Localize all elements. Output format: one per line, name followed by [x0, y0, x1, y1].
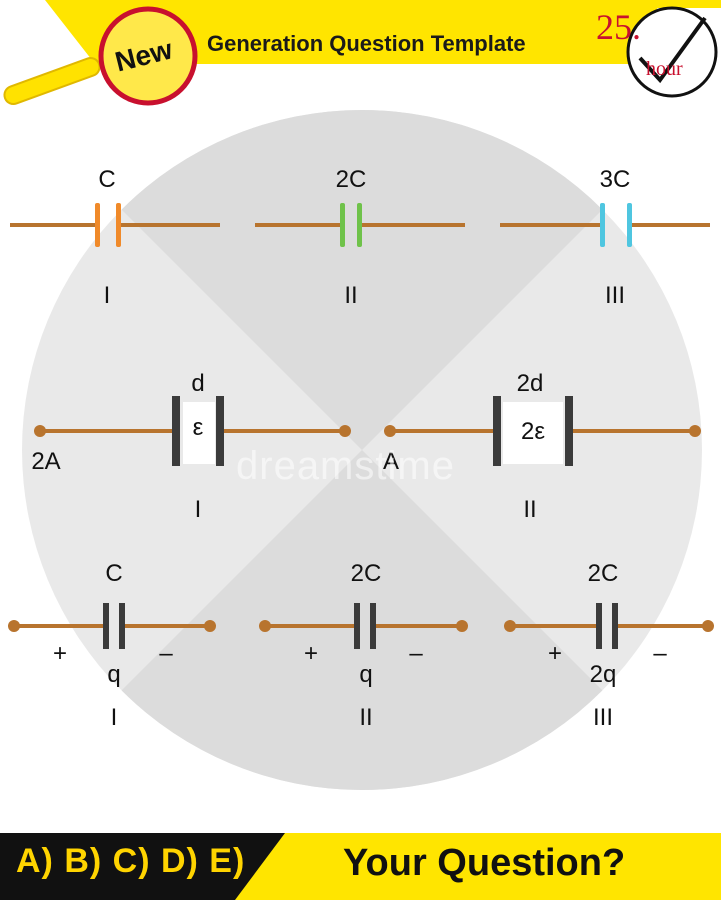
row3-roman-1: I — [110, 704, 118, 731]
answer-options: A) B) C) D) E) — [16, 842, 246, 880]
row2-right-area-label: A — [382, 448, 400, 475]
page-title: Generation Question Template — [207, 31, 526, 56]
row3-charge-1: q — [107, 661, 121, 688]
row3-capacitor-3 — [504, 603, 714, 649]
row1-capacitor-1 — [10, 203, 220, 247]
header-banner — [3, 0, 721, 106]
row1-roman-2: II — [344, 282, 358, 309]
row2-left-roman: I — [194, 496, 202, 523]
row3-cap-label-3: 2C — [587, 560, 619, 587]
row3-cap-label-2: 2C — [350, 560, 382, 587]
row3-minus-1: – — [159, 640, 173, 667]
watermark-text: dreamstime — [236, 444, 455, 488]
row2-left-gap-label: d — [191, 370, 205, 397]
row1-cap-label-1: C — [98, 166, 116, 193]
timer-unit: hour — [646, 58, 683, 80]
row2-capacitor-left — [34, 396, 351, 466]
row1-cap-label-3: 3C — [599, 166, 631, 193]
row3-plus-1: + — [52, 640, 68, 667]
row2-right-emf-label: 2ε — [520, 418, 546, 445]
row1-roman-3: III — [604, 282, 626, 309]
row1-capacitor-3 — [500, 203, 710, 247]
row3-capacitor-2 — [259, 603, 468, 649]
row3-capacitor-1 — [8, 603, 216, 649]
question-prompt: Your Question? — [343, 842, 626, 884]
row1-cap-label-2: 2C — [335, 166, 367, 193]
timer-number: 25. — [596, 7, 641, 47]
row3-roman-3: III — [592, 704, 614, 731]
row3-minus-3: – — [653, 640, 667, 667]
footer-bar — [0, 833, 721, 900]
row1-capacitor-2 — [255, 203, 465, 247]
row2-left-emf-label: ε — [192, 414, 204, 441]
row2-right-gap-label: 2d — [516, 370, 544, 397]
row3-charge-3: 2q — [589, 661, 617, 688]
row2-left-area-label: 2A — [31, 448, 61, 475]
row3-roman-2: II — [359, 704, 373, 731]
row2-right-roman: II — [523, 496, 537, 523]
row3-plus-2: + — [303, 640, 319, 667]
row3-cap-label-1: C — [105, 560, 123, 587]
row3-plus-3: + — [547, 640, 563, 667]
row2-capacitor-right — [384, 396, 701, 466]
row1-roman-1: I — [103, 282, 111, 309]
row3-minus-2: – — [409, 640, 423, 667]
row3-charge-2: q — [359, 661, 373, 688]
